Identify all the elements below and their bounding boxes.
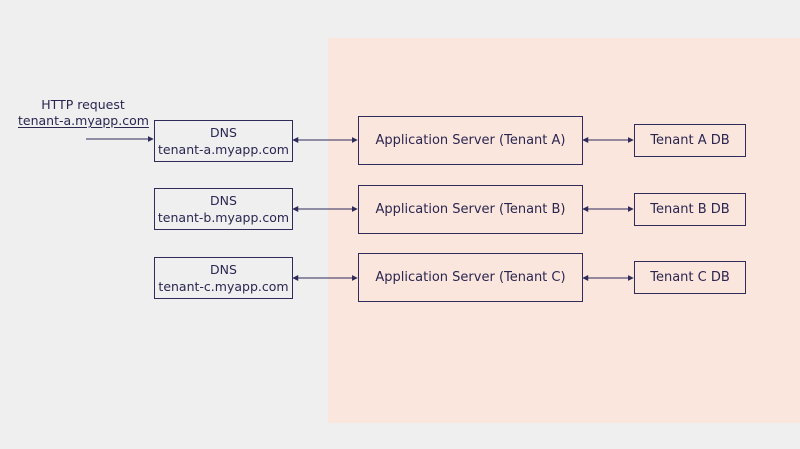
app-server-label: Application Server (Tenant C) (375, 270, 566, 285)
server-region-panel (328, 38, 800, 423)
db-label: Tenant C DB (650, 270, 730, 285)
http-request-domain: tenant-a.myapp.com (18, 113, 149, 128)
db-label: Tenant B DB (650, 202, 730, 217)
dns-title: DNS (210, 193, 237, 208)
db-box-tenant-a: Tenant A DB (634, 124, 746, 157)
dns-box-tenant-a: DNS tenant-a.myapp.com (154, 120, 293, 162)
dns-host: tenant-a.myapp.com (158, 142, 289, 157)
app-server-label: Application Server (Tenant B) (375, 202, 566, 217)
dns-host: tenant-b.myapp.com (157, 210, 290, 225)
app-server-box-tenant-c: Application Server (Tenant C) (358, 253, 583, 302)
dns-title: DNS (210, 125, 237, 140)
http-request-title: HTTP request (41, 97, 125, 112)
dns-box-tenant-b: DNS tenant-b.myapp.com (154, 188, 293, 230)
app-server-box-tenant-a: Application Server (Tenant A) (358, 116, 583, 165)
dns-title: DNS (210, 262, 237, 277)
app-server-label: Application Server (Tenant A) (375, 133, 566, 148)
app-server-box-tenant-b: Application Server (Tenant B) (358, 185, 583, 234)
db-box-tenant-b: Tenant B DB (634, 193, 746, 226)
http-request-label: HTTP request tenant-a.myapp.com (18, 97, 149, 129)
dns-host: tenant-c.myapp.com (158, 279, 289, 294)
dns-box-tenant-c: DNS tenant-c.myapp.com (154, 257, 293, 299)
db-box-tenant-c: Tenant C DB (634, 261, 746, 294)
db-label: Tenant A DB (650, 133, 730, 148)
